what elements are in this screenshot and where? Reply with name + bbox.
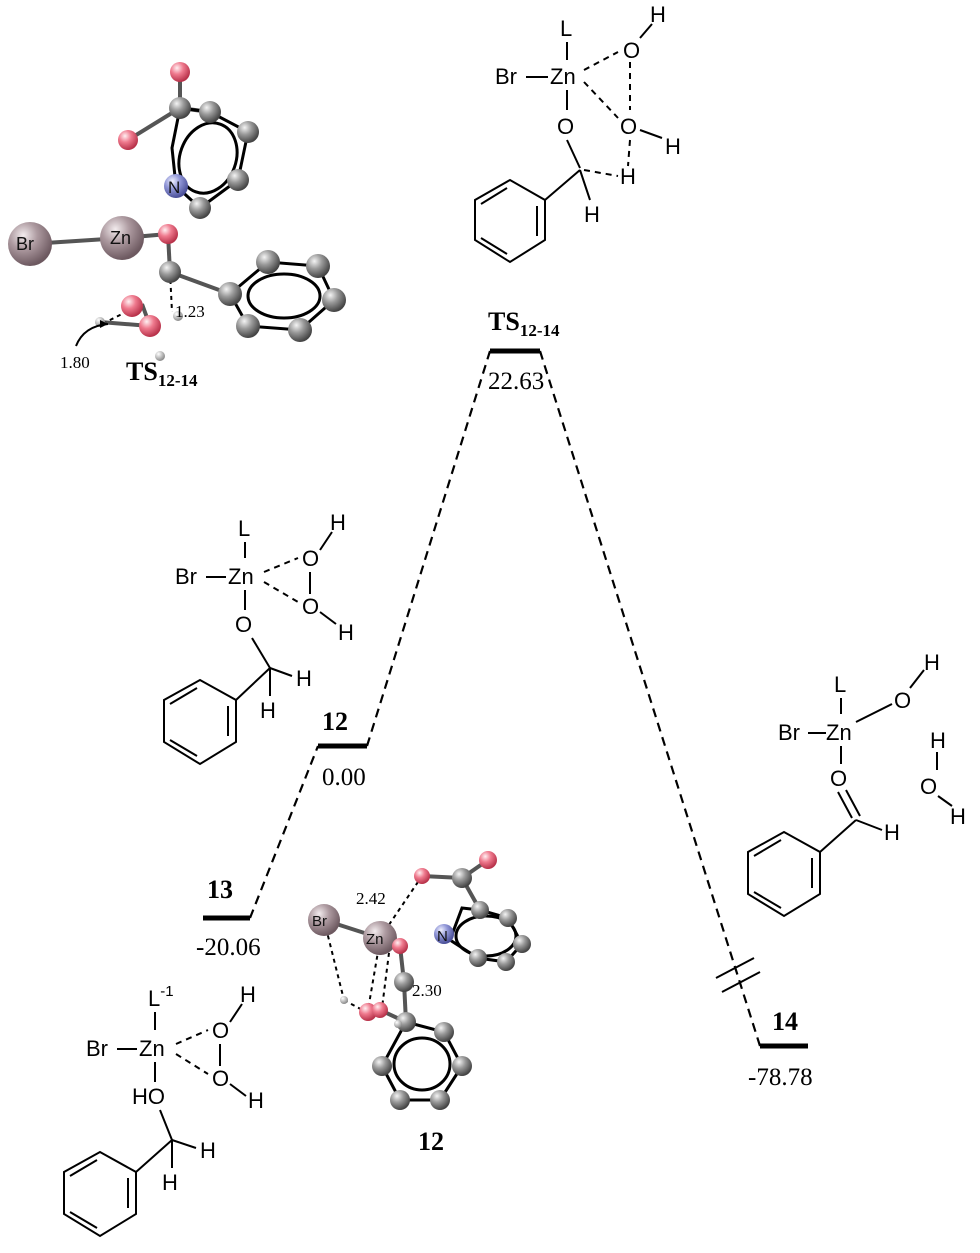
svg-text:H: H [260,698,276,723]
svg-text:H: H [584,202,600,227]
svg-text:O: O [212,1018,229,1043]
svg-text:H: H [330,510,346,535]
svg-text:H: H [296,666,312,691]
m12-pyridine-ring: N [434,901,531,971]
svg-text:H: H [930,728,946,753]
phenyl-ring [218,250,346,342]
svg-text:O: O [302,546,319,571]
svg-text:O: O [557,114,574,139]
m12-3d-model: N Br Zn 2.42 2.30 12 [308,851,531,1156]
svg-text:O: O [235,612,252,637]
svg-text:O: O [620,114,637,139]
svg-text:L: L [560,16,572,41]
m12-phenyl-ring [372,1012,472,1110]
svg-text:H: H [162,1170,178,1195]
path-ts-14 [538,350,762,1047]
ts-distance-1: 1.23 [175,302,205,321]
svg-text:H: H [620,164,636,189]
struct-14-2d: L Br Zn O H H O H O H [747,650,966,918]
svg-text:Zn: Zn [550,64,576,89]
level-14-energy: -78.78 [748,1064,813,1091]
path-13-12 [248,745,320,919]
svg-text:L: L [238,516,250,541]
struct-13-2d: L-1 Br Zn O O H H HO H H [63,982,264,1238]
pyridine-ring: N [164,97,259,219]
svg-text:Br: Br [86,1036,108,1061]
svg-text:H: H [950,804,966,829]
struct-12-2d: L Br Zn O O H H O H H [163,510,354,766]
svg-text:Br: Br [175,564,197,589]
svg-text:O: O [212,1066,229,1091]
svg-text:HO: HO [132,1084,165,1109]
struct-14-benzene [747,830,821,918]
level-13-label: 13 [207,875,233,904]
svg-text:O: O [920,774,937,799]
svg-text:O: O [302,594,319,619]
svg-text:H: H [650,2,666,27]
svg-text:Zn: Zn [228,564,254,589]
svg-text:O: O [623,38,640,63]
ts-3d-caption: TS12-14 [126,357,198,390]
level-ts-energy: 22.63 [488,368,544,395]
ts-distance-2: 1.80 [60,353,90,372]
ts-3d-model: N Br Zn 1.23 1.80 [8,62,346,390]
svg-text:H: H [248,1088,264,1113]
level-12-energy: 0.00 [322,764,366,791]
svg-text:Zn: Zn [139,1036,165,1061]
svg-text:Br: Br [778,720,800,745]
svg-text:Br: Br [16,234,34,254]
svg-text:N: N [168,178,180,197]
bromine-atom [8,222,52,266]
struct-ts-2d: L Br Zn O O H H O H H [474,2,681,264]
svg-text:L-1: L-1 [148,983,174,1011]
nitrogen-atom [164,174,188,198]
zinc-atom [100,216,144,260]
m12-distance-1: 2.42 [356,889,386,908]
svg-text:H: H [924,650,940,675]
struct-13-benzene [63,1150,137,1238]
svg-text:O: O [894,688,911,713]
svg-text:N: N [437,928,448,945]
axis-break-icon [715,957,761,993]
svg-text:H: H [338,620,354,645]
svg-text:Zn: Zn [826,720,852,745]
path-12-ts [365,350,492,747]
svg-text:H: H [200,1138,216,1163]
svg-text:Br: Br [495,64,517,89]
svg-text:H: H [240,982,256,1007]
svg-text:L: L [834,672,846,697]
reaction-path: 13 -20.06 12 0.00 TS12-14 22.63 14 -78.7… [196,307,813,1091]
struct-ts-benzene [474,178,546,264]
svg-text:H: H [665,134,681,159]
svg-text:Zn: Zn [366,931,384,948]
m12-3d-caption: 12 [418,1127,444,1156]
m12-distance-2: 2.30 [412,981,442,1000]
svg-text:Zn: Zn [110,228,131,248]
level-13-energy: -20.06 [196,934,261,961]
svg-text:H: H [884,820,900,845]
struct-12-benzene [163,678,237,766]
svg-text:O: O [830,766,847,791]
level-ts-label: TS12-14 [488,307,560,340]
level-14-label: 14 [772,1007,798,1036]
level-12-label: 12 [322,707,348,736]
svg-text:Br: Br [312,913,327,930]
